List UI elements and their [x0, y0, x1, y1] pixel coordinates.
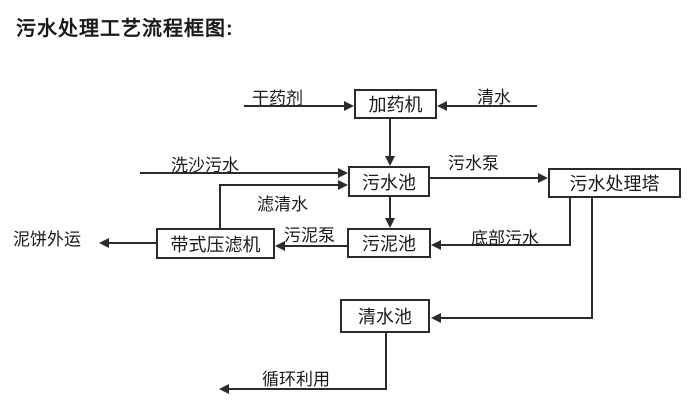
page-title: 污水处理工艺流程框图: [16, 18, 234, 40]
edge-label-sand-washing-sewage: 洗沙污水 [171, 156, 239, 175]
edge-clean-water-line [447, 105, 537, 107]
arrowhead-west-icon [99, 238, 109, 248]
edge-bottom-sewage-vline [569, 198, 571, 245]
edge-tower-to-clean-vline [591, 198, 593, 319]
edge-dosing-to-sewage-line [389, 119, 391, 156]
arrowhead-west-icon [437, 101, 447, 111]
node-clean-water-pool: 清水池 [340, 299, 430, 333]
edge-label-mud-cake-out: 泥饼外运 [13, 230, 81, 249]
edge-label-clean-water: 清水 [477, 88, 511, 107]
node-dosing-machine: 加药机 [354, 89, 437, 119]
edge-dry-chemical-line [244, 105, 344, 107]
edge-tower-to-clean-hline [441, 317, 593, 319]
edge-bottom-sewage-hline [441, 244, 571, 246]
edge-label-sewage-pump: 污水泵 [448, 154, 499, 173]
node-sludge-pool: 污泥池 [347, 228, 431, 258]
arrowhead-south-icon [385, 218, 395, 228]
arrowhead-east-icon [538, 173, 548, 183]
edge-label-recycle: 循环利用 [262, 370, 330, 389]
node-sewage-pool: 污水池 [348, 166, 430, 197]
edge-label-filtered-water: 滤清水 [257, 195, 308, 214]
edge-mud-cake-line [109, 242, 156, 244]
arrowhead-east-icon [338, 180, 348, 190]
edge-recycle-vline [385, 333, 387, 390]
edge-sand-washing-line [140, 172, 338, 174]
edge-sludge-pump-line [285, 245, 347, 247]
edge-filtered-water-hline [219, 184, 338, 186]
edge-label-bottom-sewage: 底部污水 [471, 229, 539, 248]
arrowhead-west-icon [219, 384, 229, 394]
node-treatment-tower: 污水处理塔 [548, 168, 681, 198]
edge-sewage-pump-line [430, 177, 538, 179]
edge-filtered-water-vline [219, 184, 221, 228]
arrowhead-west-icon [431, 240, 441, 250]
arrowhead-east-icon [344, 101, 354, 111]
node-belt-filter-press: 带式压滤机 [156, 228, 275, 259]
arrowhead-west-icon [275, 241, 285, 251]
arrowhead-south-icon [385, 156, 395, 166]
arrowhead-west-icon [431, 313, 441, 323]
edge-label-dry-chemical: 干药剂 [252, 89, 303, 108]
edge-label-sludge-pump: 污泥泵 [284, 226, 335, 245]
edge-recycle-hline [229, 388, 387, 390]
arrowhead-east-icon [338, 168, 348, 178]
edge-sewage-to-sludge-line [389, 197, 391, 218]
